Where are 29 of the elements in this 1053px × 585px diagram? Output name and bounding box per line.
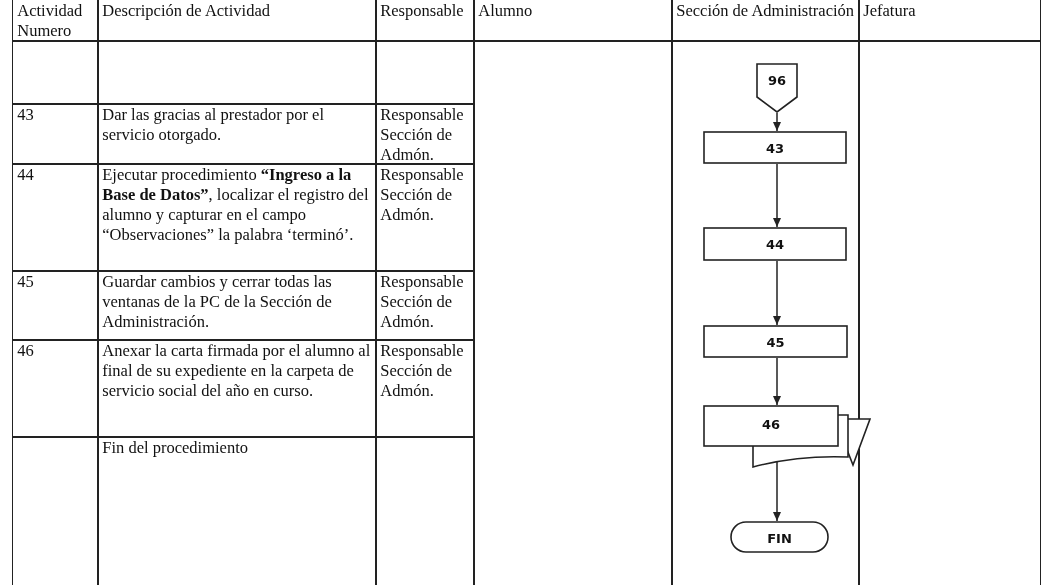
column-header: Descripción de Actividad: [102, 1, 270, 21]
responsible-role: Responsable Sección de Admón.: [380, 341, 464, 401]
arrow: [773, 112, 781, 132]
arrow: [773, 163, 781, 228]
activity-description: Anexar la carta firmada por el alumno al final de su expediente en la carpeta de servicio social del año en curso.: [102, 341, 371, 401]
arrow: [773, 260, 781, 326]
column-header: Responsable: [380, 1, 464, 21]
process-box: 44: [703, 227, 847, 261]
responsible-role: Responsable Sección de Admón.: [380, 105, 464, 165]
column-header: Actividad Numero: [17, 1, 83, 41]
activity-description: Ejecutar procedimiento “Ingreso a la Base de Datos”, localizar el registro del alumno y capturar en el campo “Observaciones” la palabra ‘terminó’.: [102, 165, 369, 245]
activity-description: Guardar cambios y cerrar todas las ventanas de la PC de la Sección de Administración.: [102, 272, 332, 332]
process-box: 45: [703, 325, 848, 358]
column-header: Sección de Administración: [676, 1, 855, 21]
column-header: Jefatura: [863, 1, 916, 21]
activity-number: 43: [17, 105, 34, 125]
activity-number: 46: [17, 341, 34, 361]
arrow: [773, 460, 781, 522]
activity-description: Fin del procedimiento: [102, 438, 248, 458]
activity-description: Dar las gracias al prestador por el servicio otorgado.: [102, 105, 324, 145]
terminator-shape: FIN: [730, 521, 829, 553]
process-box: 43: [703, 131, 847, 164]
responsible-role: Responsable Sección de Admón.: [380, 272, 464, 332]
activity-number: 45: [17, 272, 34, 292]
column-header: Alumno: [478, 1, 533, 21]
off-page-connector: 96: [756, 63, 798, 113]
arrow: [773, 357, 781, 406]
activity-number: 44: [17, 165, 34, 185]
responsible-role: Responsable Sección de Admón.: [380, 165, 464, 225]
